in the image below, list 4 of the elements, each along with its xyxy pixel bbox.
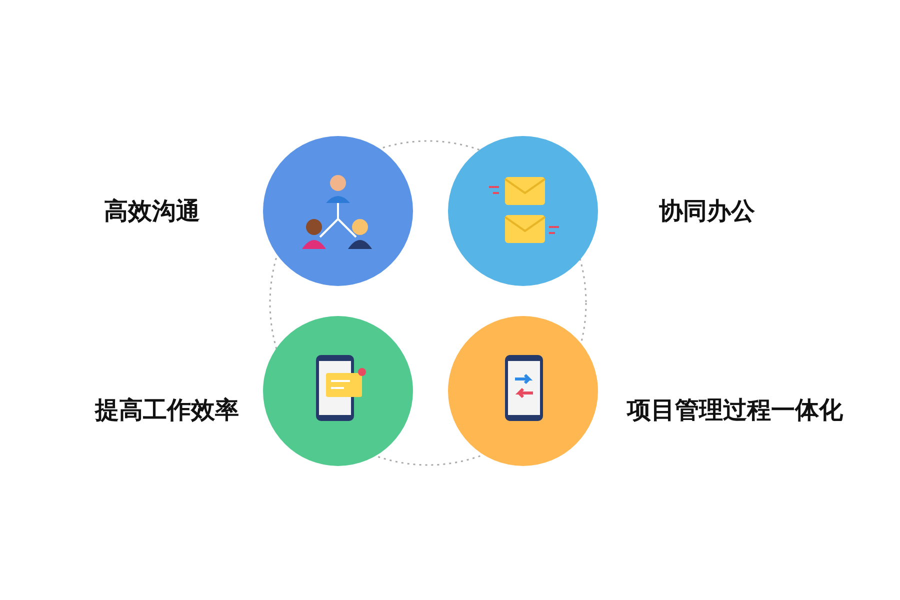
circle-caption: 协同办公	[659, 196, 755, 226]
circle-caption: 提高工作效率	[95, 395, 239, 425]
circle-caption: 高效沟通	[104, 196, 200, 226]
circle-caption: 项目管理过程一体化	[627, 395, 843, 425]
